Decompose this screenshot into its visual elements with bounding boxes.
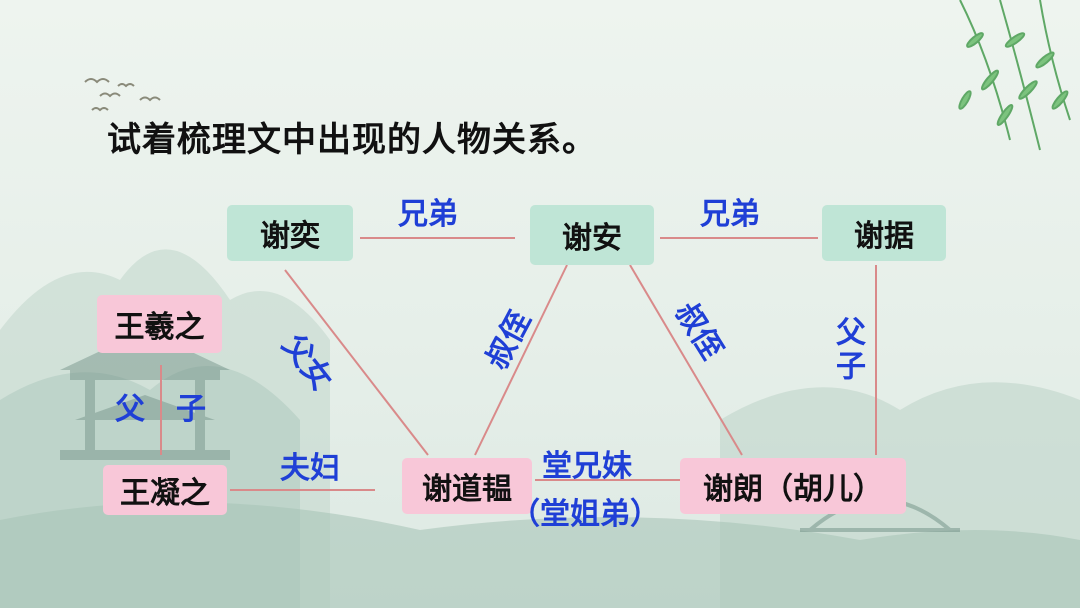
node-xie-ju: 谢据 [822, 205, 946, 261]
relation-xizhi-ningzhi-zi: 子 [176, 392, 206, 427]
node-xie-yi: 谢奕 [227, 205, 353, 261]
relation-ningzhi-daoyun: 夫妇 [280, 451, 340, 486]
relation-an-ju: 兄弟 [700, 197, 760, 232]
relation-xizhi-ningzhi-fu: 父 [115, 392, 145, 427]
node-xie-lang: 谢朗（胡儿） [680, 458, 906, 514]
relation-yi-an: 兄弟 [398, 197, 458, 232]
relation-ju-lang: 父子 [830, 316, 865, 384]
willow-icon [958, 0, 1071, 151]
birds-icon [84, 78, 161, 112]
node-wang-xizhi: 王羲之 [97, 295, 222, 353]
node-xie-an: 谢安 [530, 205, 654, 265]
node-xie-daoyun: 谢道韫 [402, 458, 532, 514]
relation-daoyun-lang-2: （堂姐弟） [510, 497, 660, 532]
page-title: 试着梳理文中出现的人物关系。 [107, 120, 597, 160]
node-wang-ningzhi: 王凝之 [103, 465, 227, 515]
relation-daoyun-lang-1: 堂兄妹 [542, 449, 632, 484]
